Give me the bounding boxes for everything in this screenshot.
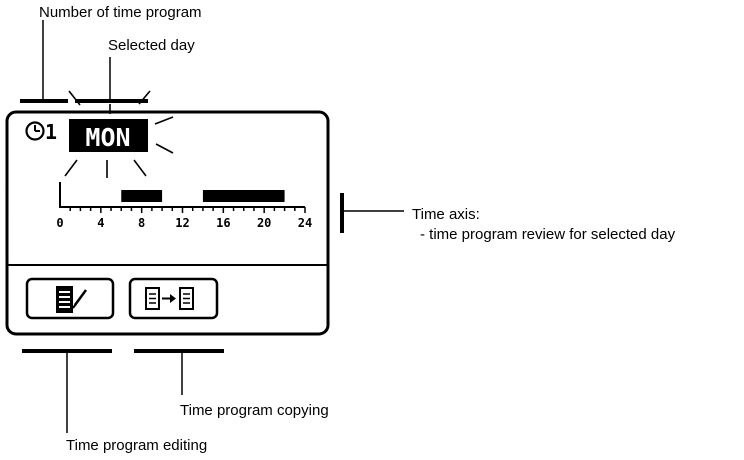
axis-tick-label: 12	[175, 216, 189, 230]
selected-day-label: MON	[85, 123, 130, 152]
edit-program-button[interactable]	[25, 277, 115, 320]
annotation-selected-day: Selected day	[108, 37, 195, 54]
program-block-1	[121, 190, 163, 202]
axis-tick-label: 20	[257, 216, 271, 230]
axis-tick-label: 24	[298, 216, 312, 230]
annotation-time-axis-title: Time axis:	[412, 206, 480, 223]
annotation-copying: Time program copying	[180, 402, 329, 419]
lcd-frame	[5, 110, 330, 336]
annotation-editing: Time program editing	[66, 437, 208, 454]
copy-program-icon	[145, 287, 194, 310]
blink-rays	[64, 90, 174, 178]
axis-tick-label: 4	[97, 216, 104, 230]
axis-tick-label: 16	[216, 216, 230, 230]
clock-icon	[25, 121, 45, 141]
copy-program-button[interactable]	[128, 277, 219, 320]
time-axis: 0 4 8 12 16 20 24	[56, 182, 312, 230]
program-block-2	[202, 190, 285, 202]
edit-program-icon	[56, 286, 88, 313]
annotation-time-axis-desc: - time program review for selected day	[420, 226, 676, 243]
axis-tick-label: 8	[138, 216, 145, 230]
program-number: 1	[45, 120, 57, 144]
annotation-program-number: Number of time program	[39, 4, 202, 21]
axis-tick-label: 0	[56, 216, 63, 230]
day-highlight	[69, 119, 148, 152]
